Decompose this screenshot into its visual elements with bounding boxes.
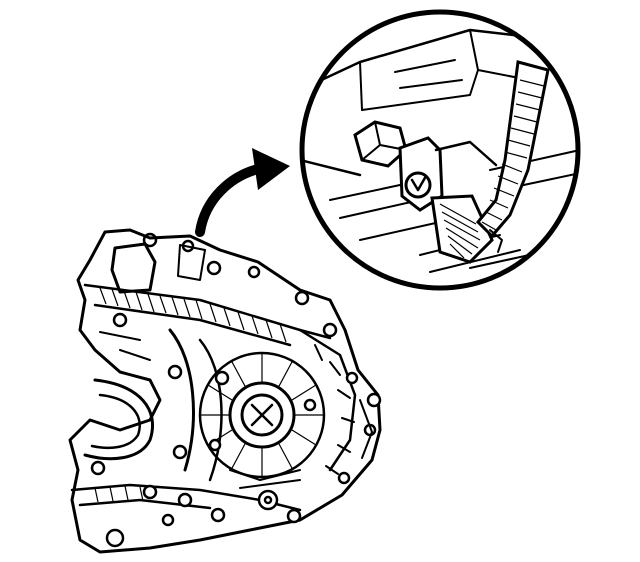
output-shaft-hub (198, 351, 326, 479)
sensor-body (398, 136, 444, 212)
transmission-case (68, 228, 382, 554)
callout-arrow (195, 148, 290, 237)
detail-inset (299, 9, 581, 291)
case-bolts (90, 290, 382, 548)
wiring-harness-conduit (475, 60, 550, 253)
electrical-connector (430, 140, 498, 264)
